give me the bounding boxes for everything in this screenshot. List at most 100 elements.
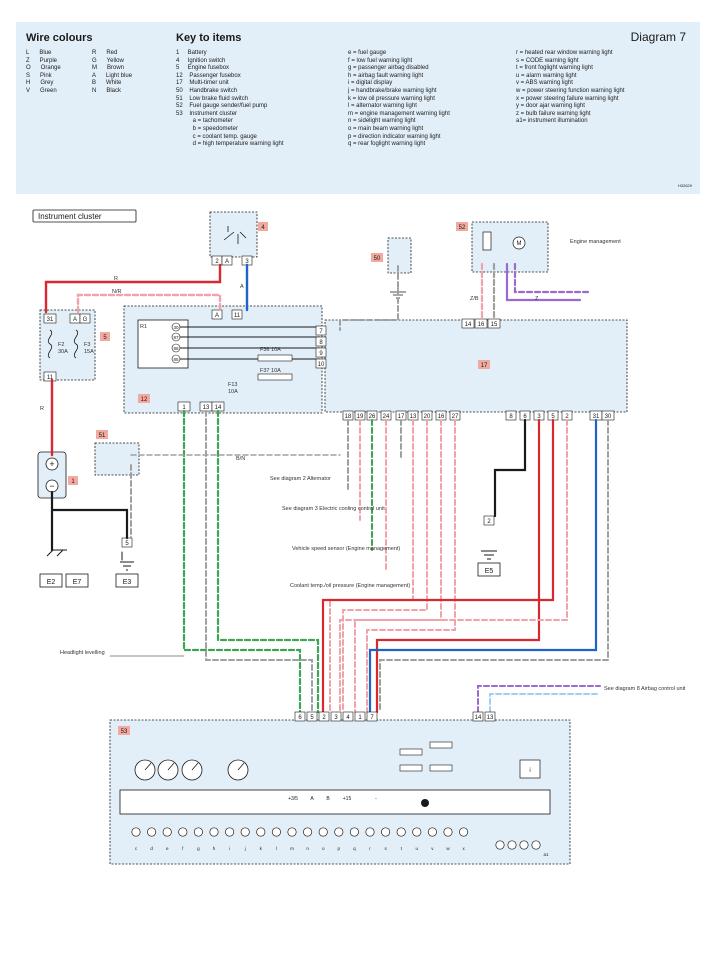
svg-text:A: A	[225, 259, 229, 265]
svg-text:30: 30	[173, 325, 179, 330]
svg-text:Z: Z	[535, 296, 539, 302]
warning-bulb	[131, 827, 141, 837]
note-alternator: See diagram 2 Alternator	[270, 476, 331, 482]
key2-row: q = rear foglight warning light	[348, 141, 426, 148]
cluster-pin	[472, 711, 484, 722]
note-cooling: See diagram 3 Electric cooling control u…	[282, 506, 385, 512]
svg-text:9: 9	[319, 351, 323, 357]
gauge-needle	[237, 762, 245, 771]
svg-text:1: 1	[71, 479, 75, 485]
svg-text:51: 51	[99, 433, 106, 439]
svg-text:−: −	[49, 481, 54, 491]
svg-text:27: 27	[452, 414, 459, 420]
warning-bulb	[381, 827, 391, 837]
note-coolant: Coolant temp./oil pressure (Engine manag…	[290, 583, 410, 589]
key1-row: 50 Handbrake switch	[176, 88, 238, 94]
key1-row: 51 Low brake fluid switch	[176, 95, 249, 102]
svg-text:G: G	[83, 317, 88, 323]
warning-bulb	[256, 827, 266, 837]
bulb-letter: a1	[543, 852, 549, 857]
svg-text:26: 26	[369, 414, 376, 420]
key1-row: 17 Multi-timer unit	[176, 80, 229, 87]
bulb-letter: e	[166, 846, 169, 851]
bulb-letter: r	[369, 846, 371, 851]
key1-row: 1 Battery	[176, 50, 207, 56]
cluster-pin	[342, 711, 354, 722]
svg-text:F2: F2	[58, 342, 64, 348]
svg-text:5: 5	[103, 335, 107, 341]
key2-row: l = alternator warning light	[348, 103, 417, 110]
warning-bulb	[396, 827, 406, 837]
svg-text:F37 10A: F37 10A	[260, 368, 281, 374]
svg-text:53: 53	[121, 729, 128, 735]
warning-bulb	[193, 827, 203, 837]
key1-row: c = coolant temp. gauge	[176, 133, 257, 140]
svg-text:17: 17	[481, 363, 488, 369]
gauge-needle	[144, 762, 152, 771]
figure-code: H32629	[677, 183, 692, 188]
svg-text:7: 7	[319, 329, 323, 335]
svg-text:F13: F13	[228, 382, 237, 388]
svg-text:30: 30	[605, 414, 612, 420]
key3-row: z = bulb failure warning light	[516, 110, 591, 117]
ground-e7: E7	[73, 579, 82, 586]
warning-bulb	[318, 827, 328, 837]
warning-bulb	[365, 827, 375, 837]
svg-text:10A: 10A	[228, 389, 238, 395]
cluster-pin-label: 13	[487, 715, 494, 721]
item-tag-4-text: 4	[261, 225, 265, 231]
warning-bulb	[147, 827, 157, 837]
warning-bulb	[303, 827, 313, 837]
key2-row: k = low oil pressure warning light	[348, 95, 435, 102]
wc-col-row: R Red	[92, 50, 118, 56]
svg-text:3: 3	[537, 414, 541, 420]
key1-row: 12 Passenger fusebox	[176, 72, 241, 79]
key3-row: w = power steering function warning ligh…	[516, 88, 625, 94]
note-airbag: See diagram 8 Airbag control unit	[604, 686, 686, 692]
svg-text:A: A	[215, 313, 219, 319]
svg-text:30A: 30A	[58, 349, 68, 355]
svg-text:R1: R1	[140, 324, 147, 330]
warning-bulb	[334, 827, 344, 837]
svg-text:R: R	[40, 406, 44, 412]
cluster-marker: +3/5	[288, 796, 298, 802]
svg-text:F3: F3	[84, 342, 90, 348]
key1-row: d = high temperature warning light	[176, 141, 284, 148]
bulb-letter: h	[213, 846, 216, 851]
cluster-pin-label: 2	[322, 715, 326, 721]
warning-bulb	[240, 827, 250, 837]
bulb-letter: g	[197, 846, 200, 851]
bulb-letter: x	[462, 846, 465, 851]
illumination-bulb	[519, 840, 529, 850]
key2-row: n = sidelight warning light	[348, 118, 416, 125]
note-engine-management: Engine management	[570, 239, 621, 245]
svg-text:87: 87	[173, 335, 179, 340]
gauge-needle	[167, 762, 175, 771]
svg-text:17: 17	[398, 414, 405, 420]
bulb-letter: l	[276, 846, 277, 851]
section-label: Instrument cluster	[38, 212, 102, 221]
svg-text:5: 5	[125, 541, 129, 547]
key2-row: i = digital display	[348, 80, 393, 87]
cluster-pin	[484, 711, 496, 722]
svg-text:1: 1	[182, 405, 186, 411]
svg-text:14: 14	[465, 322, 472, 328]
key1-row: a = tachometer	[176, 118, 233, 125]
svg-text:31: 31	[593, 414, 600, 420]
relay-pins: 30 87 86 85	[171, 322, 181, 364]
cluster-pin-label: 6	[298, 715, 302, 721]
wc-col-row: N Black	[92, 88, 122, 94]
ignition-switch	[209, 211, 258, 258]
svg-text:6: 6	[523, 414, 527, 420]
svg-text:A: A	[73, 317, 77, 323]
key-title: Key to items	[176, 32, 242, 44]
key3-row: v = ABS warning light	[516, 80, 573, 87]
bulb-letter: v	[431, 846, 434, 851]
note-headlight: Headlight levelling	[60, 650, 105, 656]
svg-text:24: 24	[383, 414, 390, 420]
svg-text:20: 20	[424, 414, 431, 420]
svg-text:2: 2	[565, 414, 569, 420]
warning-bulb	[459, 827, 469, 837]
key2-row: j = handbrake/brake warning light	[348, 88, 437, 94]
